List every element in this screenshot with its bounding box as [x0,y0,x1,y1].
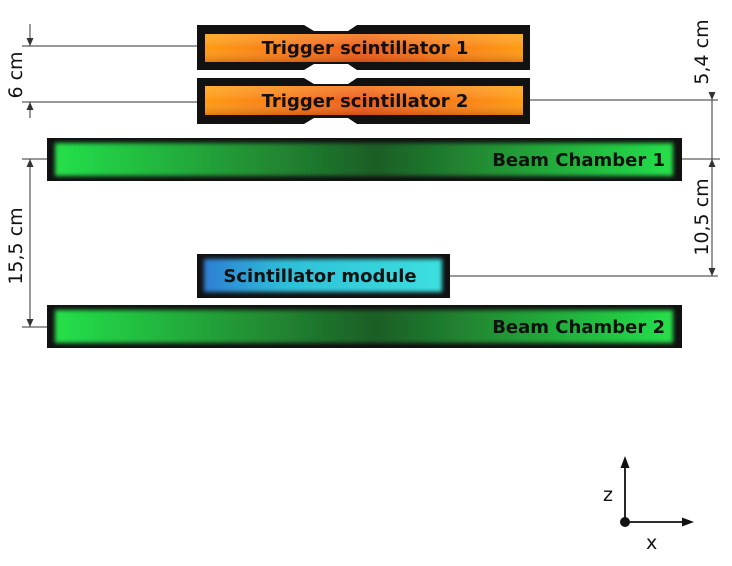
dimension-10-5cm: 10,5 cm [450,159,718,277]
beam-chamber-2-label: Beam Chamber 2 [492,317,665,338]
dimension-15-5cm: 15,5 cm [5,158,47,328]
dimension-5-4cm: 5,4 cm [530,19,720,160]
z-arrow-icon [620,456,630,468]
dimension-10-5cm-label: 10,5 cm [691,178,713,255]
trigger-scintillator-2: Trigger scintillator 2 [197,78,530,124]
trigger-scintillator-1-label: Trigger scintillator 1 [262,38,469,59]
trigger-scintillator-1: Trigger scintillator 1 [197,25,530,70]
beam-chamber-1-label: Beam Chamber 1 [492,150,665,171]
dimension-6cm-label: 6 cm [5,51,27,98]
beam-chamber-2: Beam Chamber 2 [47,305,682,348]
dimension-5-4cm-label: 5,4 cm [691,19,713,84]
origin-dot-icon [620,517,630,527]
beam-chamber-1: Beam Chamber 1 [47,138,682,181]
x-axis-label: x [646,532,657,554]
x-arrow-icon [682,517,694,527]
scintillator-module: Scintillator module [197,254,450,298]
coordinate-axes: z x [603,456,694,554]
dimension-6cm: 6 cm [5,24,197,118]
scintillator-module-label: Scintillator module [223,266,416,287]
trigger-scintillator-2-label: Trigger scintillator 2 [262,91,469,112]
z-axis-label: z [603,484,613,506]
dimension-15-5cm-label: 15,5 cm [5,207,27,284]
